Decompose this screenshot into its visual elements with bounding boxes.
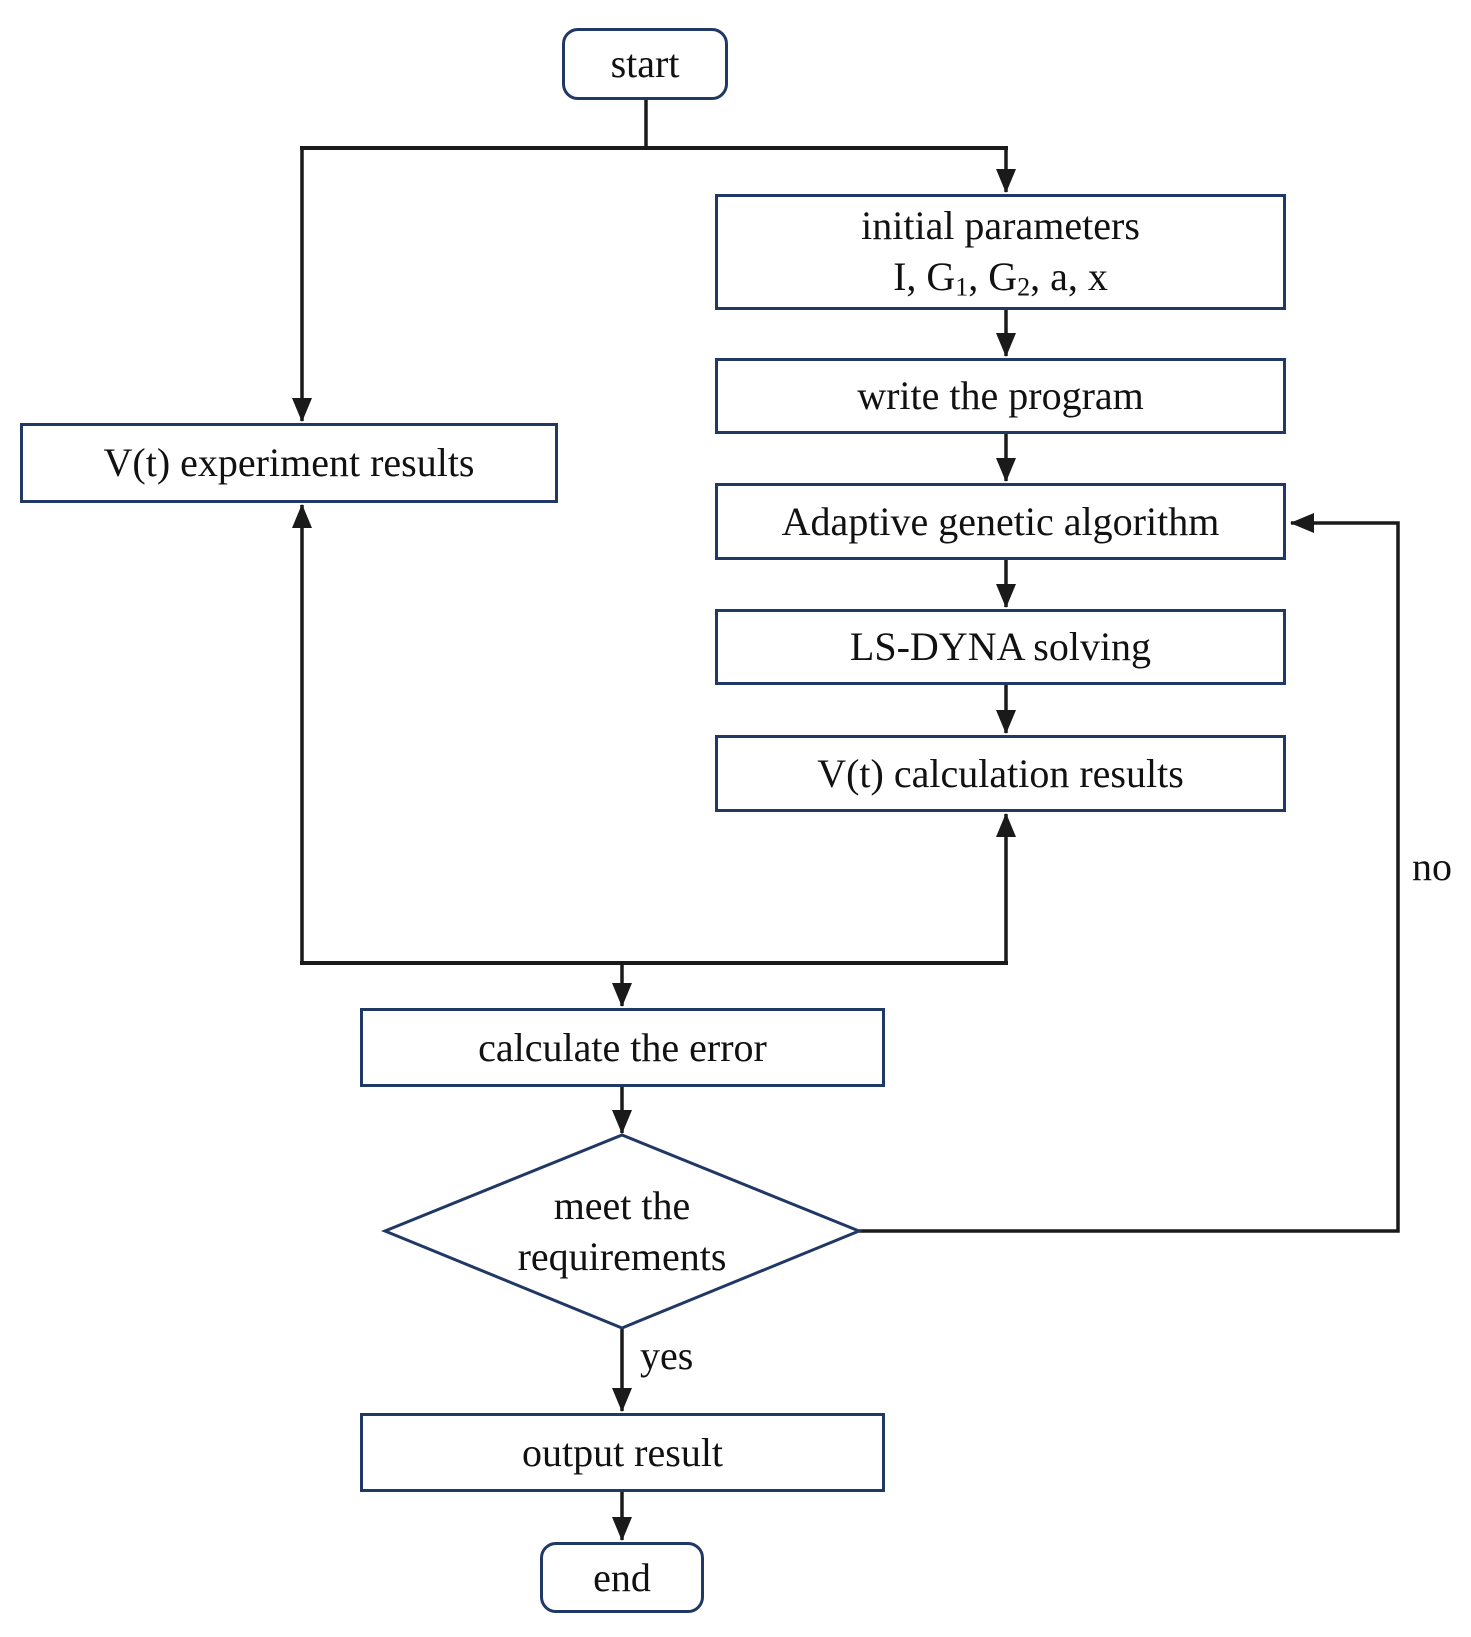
initial-parameters-line1: initial parameters [861,202,1140,248]
initial-parameters-line2: I, G1, G2, a, x [861,251,1140,304]
node-calc-error: calculate the error [360,1008,885,1087]
edge-label-no: no [1412,844,1452,889]
node-adaptive-ga: Adaptive genetic algorithm [715,483,1286,560]
node-decision-text: meet the requirements [452,1161,792,1301]
node-start-label: start [610,41,680,87]
node-experiment-results-label: V(t) experiment results [103,440,475,486]
edge-decision-no-loop [859,513,1400,1233]
node-calc-error-label: calculate the error [478,1024,767,1070]
node-initial-parameters-label: initial parameters I, G1, G2, a, x [861,200,1140,304]
params-sub2: 2 [1017,272,1031,302]
params-sub1: 1 [955,272,969,302]
decision-line1: meet the [553,1182,691,1228]
node-end: end [540,1542,704,1613]
node-calc-results-label: V(t) calculation results [817,750,1184,796]
node-adaptive-ga-label: Adaptive genetic algorithm [781,498,1220,544]
node-write-program: write the program [715,358,1286,434]
node-decision-label: meet the requirements [518,1180,727,1282]
node-start: start [562,28,728,100]
node-initial-parameters: initial parameters I, G1, G2, a, x [715,194,1286,310]
node-experiment-results: V(t) experiment results [20,423,558,503]
decision-line2: requirements [517,1234,727,1279]
params-part2: , G [968,254,1018,300]
node-output-result: output result [360,1413,885,1492]
node-output-result-label: output result [521,1429,724,1475]
params-part1: I, G [893,254,956,300]
node-calc-results: V(t) calculation results [715,735,1286,812]
node-ls-dyna: LS-DYNA solving [715,609,1286,685]
node-ls-dyna-label: LS-DYNA solving [849,624,1152,670]
node-end-label: end [593,1554,651,1600]
params-part3: , a, x [1030,254,1108,300]
edge-label-yes: yes [640,1333,694,1378]
node-write-program-label: write the program [857,373,1144,419]
decision-diamond-shape [381,1133,863,1330]
